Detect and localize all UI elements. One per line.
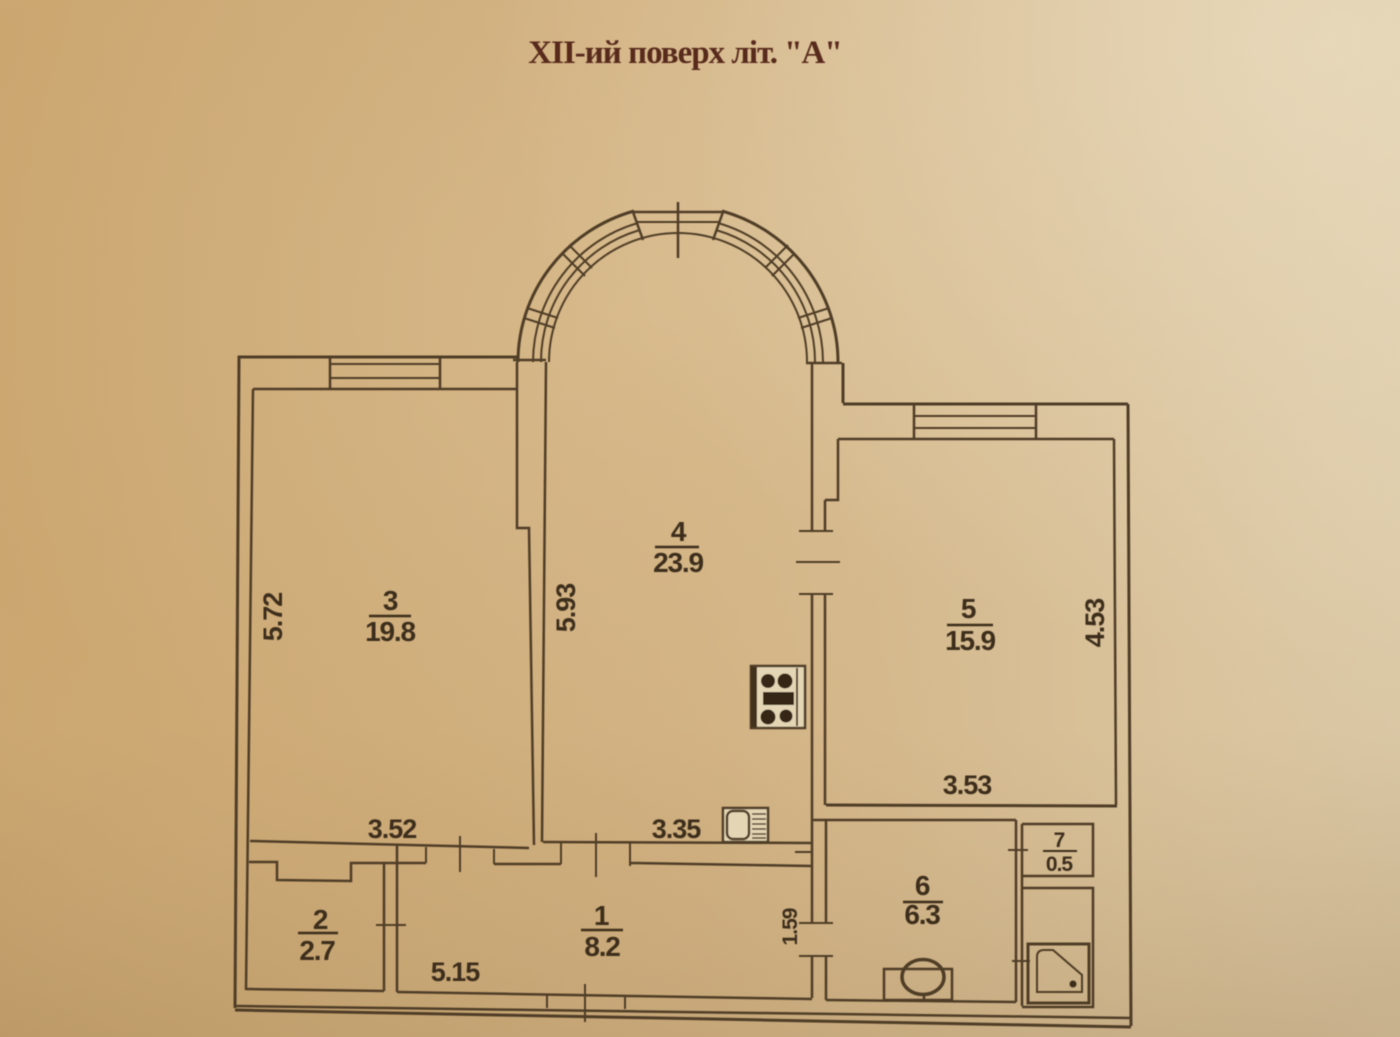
svg-text:1.59: 1.59: [779, 908, 802, 945]
svg-text:4: 4: [671, 516, 687, 547]
svg-text:5: 5: [961, 593, 976, 624]
svg-text:4.53: 4.53: [1080, 598, 1110, 648]
svg-text:0.5: 0.5: [1046, 853, 1074, 876]
svg-text:1: 1: [594, 900, 609, 931]
svg-text:2.7: 2.7: [299, 935, 335, 966]
svg-text:6: 6: [915, 870, 930, 901]
svg-text:3.53: 3.53: [943, 770, 993, 800]
svg-text:2: 2: [313, 904, 328, 935]
svg-text:XII-ий поверх літ. "А": XII-ий поверх літ. "А": [528, 35, 841, 71]
svg-text:5.93: 5.93: [551, 583, 581, 633]
svg-text:6.3: 6.3: [904, 899, 940, 930]
svg-text:15.9: 15.9: [945, 625, 995, 656]
svg-text:19.8: 19.8: [365, 616, 415, 647]
svg-text:23.9: 23.9: [653, 547, 703, 578]
svg-text:3.52: 3.52: [368, 814, 417, 844]
svg-text:8.2: 8.2: [584, 931, 620, 962]
svg-text:3.35: 3.35: [652, 814, 702, 844]
svg-text:7: 7: [1054, 829, 1065, 852]
svg-text:3: 3: [383, 585, 398, 616]
svg-text:5.72: 5.72: [258, 593, 288, 642]
svg-text:5.15: 5.15: [431, 957, 481, 987]
